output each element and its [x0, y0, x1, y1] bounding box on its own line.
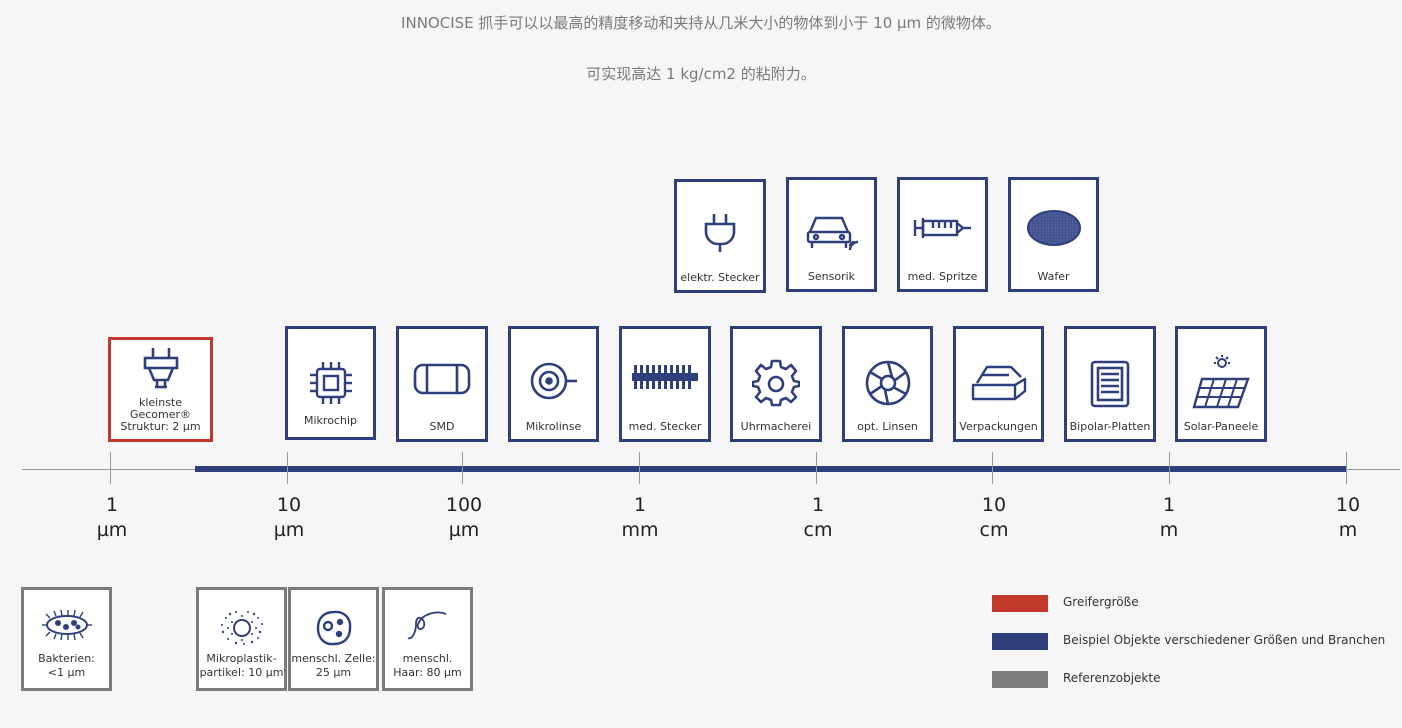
axis-tick [639, 452, 640, 484]
object-card-sensorik: Sensorik [786, 177, 877, 292]
object-label: Wafer [1037, 270, 1070, 283]
ref-card-bakterien: Bakterien:<1 µm [21, 587, 112, 691]
legend-label-gripper: Greifergröße [1063, 595, 1139, 609]
object-label: Sensorik [807, 270, 856, 283]
object-label: SMD [429, 420, 455, 433]
connector-icon [632, 365, 698, 389]
object-label: med. Spritze [907, 270, 978, 283]
lens-icon [530, 362, 577, 400]
axis-tick [110, 452, 111, 484]
object-card-elektr-stecker: elektr. Stecker [674, 179, 766, 293]
chip-icon [309, 362, 352, 404]
bacteria-icon [41, 609, 92, 641]
object-card-mikrolinse: Mikrolinse [508, 326, 599, 442]
object-label: Uhrmacherei [740, 420, 812, 433]
axis-tick [992, 452, 993, 484]
hair-icon [407, 611, 446, 640]
object-label: Verpackungen [959, 420, 1038, 433]
plug-icon [704, 214, 736, 252]
axis-tick [816, 452, 817, 484]
object-card-opt-linsen: opt. Linsen [842, 326, 933, 442]
ref-label: menschl.Haar: 80 µm [393, 652, 462, 679]
object-label: opt. Linsen [857, 420, 918, 433]
object-card-spritze: med. Spritze [897, 177, 988, 292]
axis-tick [1169, 452, 1170, 484]
object-card-smd: SMD [396, 326, 488, 442]
legend-swatch-objects [992, 633, 1048, 650]
object-label: Mikrochip [304, 414, 357, 427]
object-label: med. Stecker [628, 420, 702, 433]
plate-icon [1090, 360, 1130, 408]
legend-swatch-reference [992, 671, 1048, 688]
object-card-bipolar-platten: Bipolar-Platten [1064, 326, 1156, 442]
intro-line-1: INNOCISE 抓手可以以最高的精度移动和夹持从几米大小的物体到小于 10 µ… [401, 14, 1001, 32]
axis-tick [1346, 452, 1347, 484]
microplastic-icon [220, 611, 263, 645]
ref-card-zelle: menschl. Zelle:25 µm [288, 587, 379, 691]
aperture-icon [865, 360, 910, 406]
ref-label: menschl. Zelle:25 µm [291, 652, 376, 679]
gripper-card: kleinste Gecomer® Struktur: 2 µm [108, 337, 213, 442]
car-sensor-icon [806, 216, 858, 251]
smd-icon [413, 363, 471, 395]
wafer-icon [1026, 210, 1081, 246]
intro-line-2: 可实现高达 1 kg/cm2 的粘附力。 [586, 65, 816, 83]
axis-tick [462, 452, 463, 484]
object-card-solar-paneele: Solar-Paneele [1175, 326, 1267, 442]
object-card-wafer: Wafer [1008, 177, 1099, 292]
object-label: Solar-Paneele [1183, 420, 1259, 433]
legend-swatch-gripper [992, 595, 1048, 612]
gear-icon [752, 359, 800, 407]
legend-label-reference: Referenzobjekte [1063, 671, 1161, 685]
object-card-med-stecker: med. Stecker [619, 326, 711, 442]
ref-label: Bakterien:<1 µm [38, 652, 95, 679]
ref-label: Mikroplastik-partikel: 10 µm [199, 652, 284, 679]
gripper-label: kleinste Gecomer® Struktur: 2 µm [120, 396, 201, 433]
solar-panel-icon [1192, 355, 1250, 409]
legend-label-objects: Beispiel Objekte verschiedener Größen un… [1063, 633, 1386, 647]
scale-range-bar [195, 466, 1346, 472]
object-label: elektr. Stecker [680, 271, 760, 284]
cell-icon [316, 610, 351, 646]
syringe-icon [913, 218, 971, 238]
package-icon [971, 365, 1026, 401]
object-card-verpackungen: Verpackungen [953, 326, 1044, 442]
gripper-icon [143, 348, 178, 389]
object-label: Bipolar-Platten [1069, 420, 1151, 433]
ref-card-mikroplastik: Mikroplastik-partikel: 10 µm [196, 587, 287, 691]
object-card-uhrmacherei: Uhrmacherei [730, 326, 822, 442]
object-label: Mikrolinse [525, 420, 582, 433]
axis-tick [287, 452, 288, 484]
ref-card-haar: menschl.Haar: 80 µm [382, 587, 473, 691]
object-card-mikrochip: Mikrochip [285, 326, 376, 440]
